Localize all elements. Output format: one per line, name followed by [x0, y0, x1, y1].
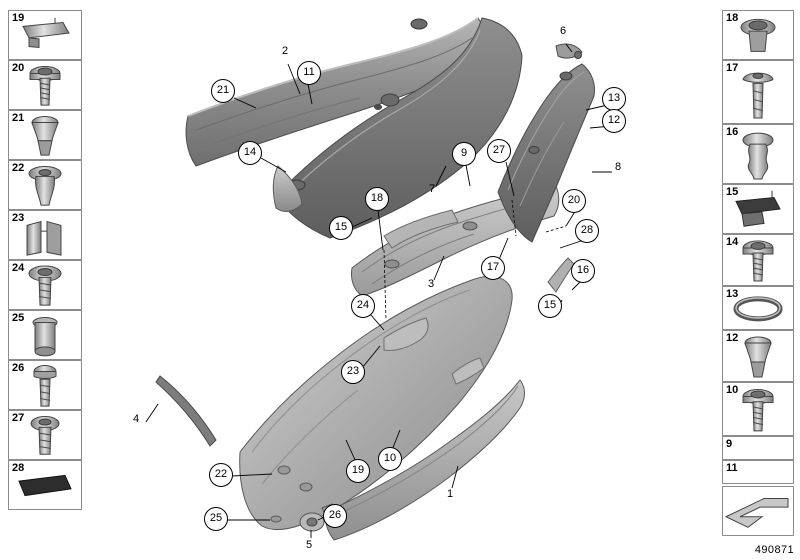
part-cell-number: 10: [726, 384, 739, 396]
callout-11: 11: [297, 61, 321, 85]
part-cell-number: 19: [12, 12, 25, 24]
callout-15: 15: [538, 294, 562, 318]
part-cell-15[interactable]: 15: [722, 184, 794, 234]
part-cell-18[interactable]: 18: [722, 10, 794, 60]
callout-2: 2: [281, 45, 289, 57]
part-cell-23[interactable]: 23: [8, 210, 82, 260]
callout-3: 3: [427, 278, 435, 290]
part-small-clip-6: [555, 43, 583, 59]
part-cell-number: 24: [12, 262, 25, 274]
callout-8: 8: [614, 161, 622, 173]
part-cell-26[interactable]: 26: [8, 360, 82, 410]
part-cell-direction[interactable]: [722, 486, 794, 536]
part-cell-number: 26: [12, 362, 25, 374]
part-rocker-moulding: [325, 379, 525, 541]
callout-1: 1: [446, 488, 454, 500]
callout-5: 5: [305, 539, 313, 551]
callout-27: 27: [487, 139, 511, 163]
part-cell-11[interactable]: 11: [722, 460, 794, 484]
part-cell-number: 9: [726, 438, 733, 450]
callout-9: 9: [452, 142, 476, 166]
callout-17: 17: [481, 256, 505, 280]
part-cell-number: 16: [726, 126, 739, 138]
part-cell-number: 12: [726, 332, 739, 344]
part-cell-number: 15: [726, 186, 739, 198]
part-cell-21[interactable]: 21: [8, 110, 82, 160]
part-cell-number: 22: [12, 162, 25, 174]
part-upper-trim: [185, 17, 489, 167]
part-cell-number: 20: [12, 62, 25, 74]
callout-21: 21: [211, 79, 235, 103]
callout-16: 16: [571, 259, 595, 283]
callout-4: 4: [132, 413, 140, 425]
part-cell-number: 21: [12, 112, 25, 124]
callout-19: 19: [346, 459, 370, 483]
part-cell-12[interactable]: 12: [722, 330, 794, 382]
part-cell-number: 23: [12, 212, 25, 224]
callout-6: 6: [559, 25, 567, 37]
part-cell-27[interactable]: 27: [8, 410, 82, 460]
callout-26: 26: [323, 504, 347, 528]
part-cell-22[interactable]: 22: [8, 160, 82, 210]
callout-13: 13: [602, 87, 626, 111]
callout-28: 28: [575, 219, 599, 243]
callout-7: 7: [428, 183, 436, 195]
part-cell-10[interactable]: 10: [722, 382, 794, 436]
callout-22: 22: [209, 463, 233, 487]
callout-15: 15: [329, 216, 353, 240]
callout-24: 24: [351, 294, 375, 318]
part-trim-end-cap: [272, 165, 303, 212]
part-cell-13[interactable]: 13: [722, 286, 794, 330]
part-cell-24[interactable]: 24: [8, 260, 82, 310]
callout-18: 18: [365, 187, 389, 211]
part-cell-number: 11: [726, 462, 738, 474]
part-cell-28[interactable]: 28: [8, 460, 82, 510]
part-cell-25[interactable]: 25: [8, 310, 82, 360]
part-rear-bracket: [497, 63, 595, 243]
part-cell-number: 17: [726, 62, 739, 74]
part-cell-19[interactable]: 19: [8, 10, 82, 60]
part-cell-number: 27: [12, 412, 25, 424]
callout-20: 20: [562, 189, 586, 213]
diagram-code: 490871: [754, 544, 794, 556]
part-seal-strip-4: [155, 375, 217, 447]
part-cell-20[interactable]: 20: [8, 60, 82, 110]
part-cell-number: 13: [726, 288, 739, 300]
callout-10: 10: [378, 447, 402, 471]
part-cell-16[interactable]: 16: [722, 124, 794, 184]
part-cell-number: 18: [726, 12, 739, 24]
part-cell-9[interactable]: 9: [722, 436, 794, 460]
callout-14: 14: [238, 141, 262, 165]
callout-25: 25: [204, 507, 228, 531]
part-cell-number: 28: [12, 462, 25, 474]
callout-12: 12: [602, 109, 626, 133]
part-cell-number: 14: [726, 236, 739, 248]
part-quarter-panel: [239, 275, 513, 530]
part-cell-number: 25: [12, 312, 25, 324]
part-cell-14[interactable]: 14: [722, 234, 794, 286]
part-strip-16: [547, 257, 575, 293]
callout-23: 23: [341, 360, 365, 384]
part-cell-17[interactable]: 17: [722, 60, 794, 124]
